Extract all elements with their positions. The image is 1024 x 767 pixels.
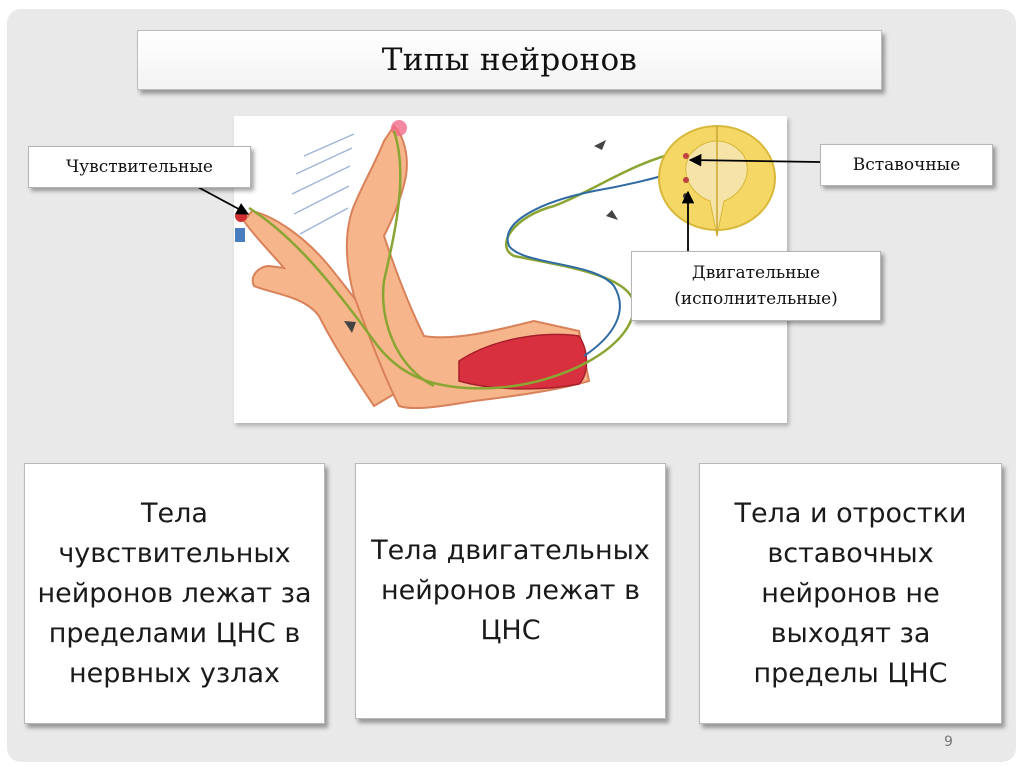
motor-label: Двигательные (исполнительные) (631, 251, 881, 321)
inter-label-text: Вставочные (853, 152, 961, 178)
sensory-label: Чувствительные (28, 146, 251, 188)
motor-label-line2: (исполнительные) (674, 286, 838, 312)
inter-info-text: Тела и отростки вставочных нейронов не в… (700, 494, 1001, 694)
sensory-label-text: Чувствительные (66, 154, 213, 180)
stimulus-object (235, 228, 245, 242)
page-number: 9 (944, 734, 953, 750)
sensory-info-box: Тела чувствительных нейронов лежат за пр… (24, 463, 325, 724)
receptor-dot (235, 210, 247, 222)
spinal-cord (659, 126, 775, 236)
inter-info-box: Тела и отростки вставочных нейронов не в… (699, 463, 1002, 724)
motor-info-box: Тела двигательных нейронов лежат в ЦНС (355, 463, 666, 719)
stimulus-dot (391, 120, 407, 136)
motor-label-line1: Двигательные (692, 260, 820, 286)
inter-label: Вставочные (820, 144, 993, 186)
sensory-info-text: Тела чувствительных нейронов лежат за пр… (25, 494, 324, 694)
page-title: Типы нейронов (137, 30, 882, 90)
motor-info-text: Тела двигательных нейронов лежат в ЦНС (356, 531, 665, 651)
motion-lines (292, 134, 354, 234)
